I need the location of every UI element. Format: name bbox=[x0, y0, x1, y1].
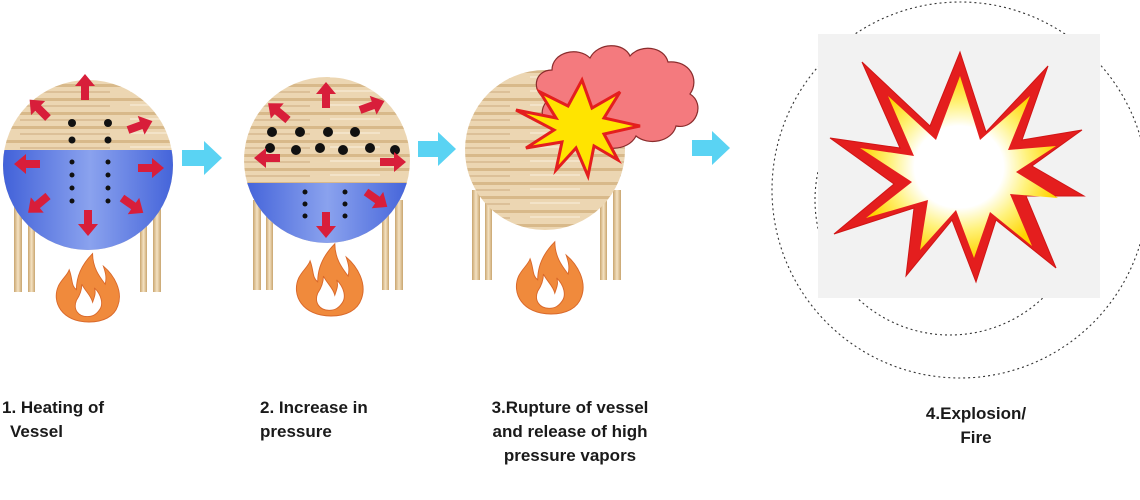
step-4-caption: 4.Explosion/ Fire bbox=[876, 402, 1076, 450]
step-2-caption: 2. Increase in pressure bbox=[260, 396, 368, 444]
vessel-leg bbox=[14, 200, 22, 292]
step-3-caption: 3.Rupture of vessel and release of high … bbox=[470, 396, 670, 468]
vessel-leg bbox=[266, 200, 273, 290]
pressure-arrows bbox=[254, 82, 406, 238]
caption-line: 2. Increase in bbox=[260, 398, 368, 417]
flame-icon bbox=[295, 242, 364, 317]
flame-icon bbox=[55, 252, 120, 323]
vessel-leg bbox=[395, 200, 403, 290]
caption-line: Vessel bbox=[10, 422, 63, 441]
flow-arrow-icon bbox=[692, 131, 730, 165]
flame-icon bbox=[515, 240, 584, 315]
explosion-core bbox=[860, 76, 1058, 258]
caption-line: and release of high bbox=[492, 422, 648, 441]
caption-line: 3.Rupture of vessel bbox=[491, 398, 649, 417]
vapor-bubbles bbox=[68, 119, 112, 204]
caption-line: pressure bbox=[260, 422, 332, 441]
vessel-leg bbox=[382, 200, 389, 290]
vessel-leg bbox=[153, 200, 161, 292]
vessel-heating bbox=[3, 74, 173, 323]
vessel-rupture bbox=[465, 45, 699, 315]
explosion-panel bbox=[771, 1, 1140, 379]
flow-arrow-icon bbox=[182, 141, 222, 175]
vessel-leg bbox=[485, 190, 492, 280]
vessel-leg bbox=[613, 190, 621, 280]
pressure-arrows bbox=[14, 74, 164, 236]
caption-line: 4.Explosion/ bbox=[925, 404, 1027, 423]
caption-line: Fire bbox=[960, 428, 992, 447]
vapor-bubbles bbox=[265, 127, 400, 219]
caption-line: pressure vapors bbox=[503, 446, 637, 465]
vessel-leg bbox=[600, 190, 607, 280]
vessel-leg bbox=[140, 200, 147, 292]
flow-arrow-icon bbox=[418, 132, 456, 166]
vessel-leg bbox=[472, 190, 480, 280]
caption-line: 1. Heating of bbox=[2, 398, 105, 417]
vessel-leg bbox=[28, 200, 35, 292]
vessel-leg bbox=[253, 200, 261, 290]
step-1-caption: 1. Heating of Vessel bbox=[2, 396, 104, 444]
blast-radius-outer bbox=[771, 1, 1140, 379]
rupture-burst bbox=[515, 76, 641, 182]
vessel-pressure bbox=[244, 77, 410, 317]
